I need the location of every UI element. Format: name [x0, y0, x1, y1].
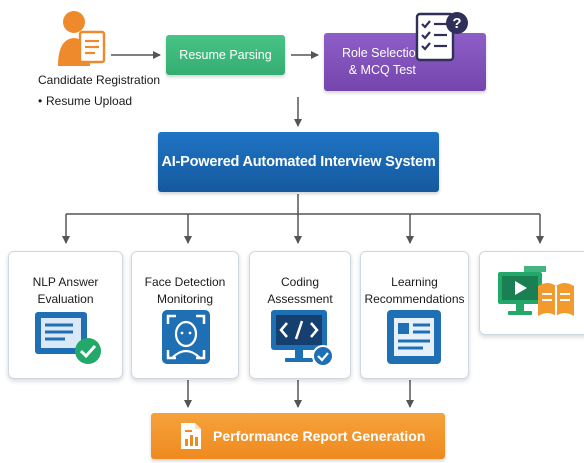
module-face-line1: Face Detection — [144, 275, 226, 289]
module-card-face: Face Detection Monitoring — [131, 251, 239, 379]
code-monitor-icon — [271, 310, 334, 367]
document-check-icon — [35, 312, 101, 364]
person-document-icon — [58, 11, 106, 66]
video-book-icon — [498, 266, 574, 316]
report-chart-icon — [181, 423, 201, 449]
module-card-nlp: NLP Answer Evaluation — [8, 251, 123, 379]
module-nlp-line2: Evaluation — [37, 292, 94, 306]
module-learning-line2: Recommendations — [364, 292, 465, 306]
role-selection-line1: Role Selection — [342, 46, 423, 60]
ai-interview-system-box: AI-Powered Automated Interview System — [158, 132, 439, 192]
performance-report-label: Performance Report Generation — [213, 428, 426, 444]
module-nlp-line1: NLP Answer — [32, 275, 99, 289]
checklist-question-icon: ? — [415, 12, 468, 62]
module-card-video-learning — [479, 251, 584, 335]
module-card-coding: Coding Assessment — [249, 251, 351, 379]
module-coding-line2: Assessment — [267, 292, 333, 306]
module-face-line2: Monitoring — [156, 292, 214, 306]
module-learning-line1: Learning — [391, 275, 438, 289]
candidate-registration-label: Candidate Registration — [38, 73, 161, 87]
face-scan-icon — [162, 310, 210, 364]
resume-upload-bullet: • — [38, 94, 43, 108]
resume-parsing-box: Resume Parsing — [166, 35, 285, 75]
module-coding-line1: Coding — [280, 275, 320, 289]
resume-upload-label: Resume Upload — [46, 94, 133, 108]
profile-document-icon — [387, 310, 441, 364]
role-selection-line2: & MCQ Test — [348, 63, 416, 77]
role-selection-box: Role Selection & MCQ Test — [324, 33, 486, 91]
module-card-learning: Learning Recommendations — [360, 251, 469, 379]
resume-parsing-label: Resume Parsing — [179, 48, 272, 62]
svg-text:?: ? — [452, 15, 461, 32]
performance-report-box: Performance Report Generation — [151, 413, 445, 459]
ai-interview-system-label: AI-Powered Automated Interview System — [161, 154, 436, 170]
